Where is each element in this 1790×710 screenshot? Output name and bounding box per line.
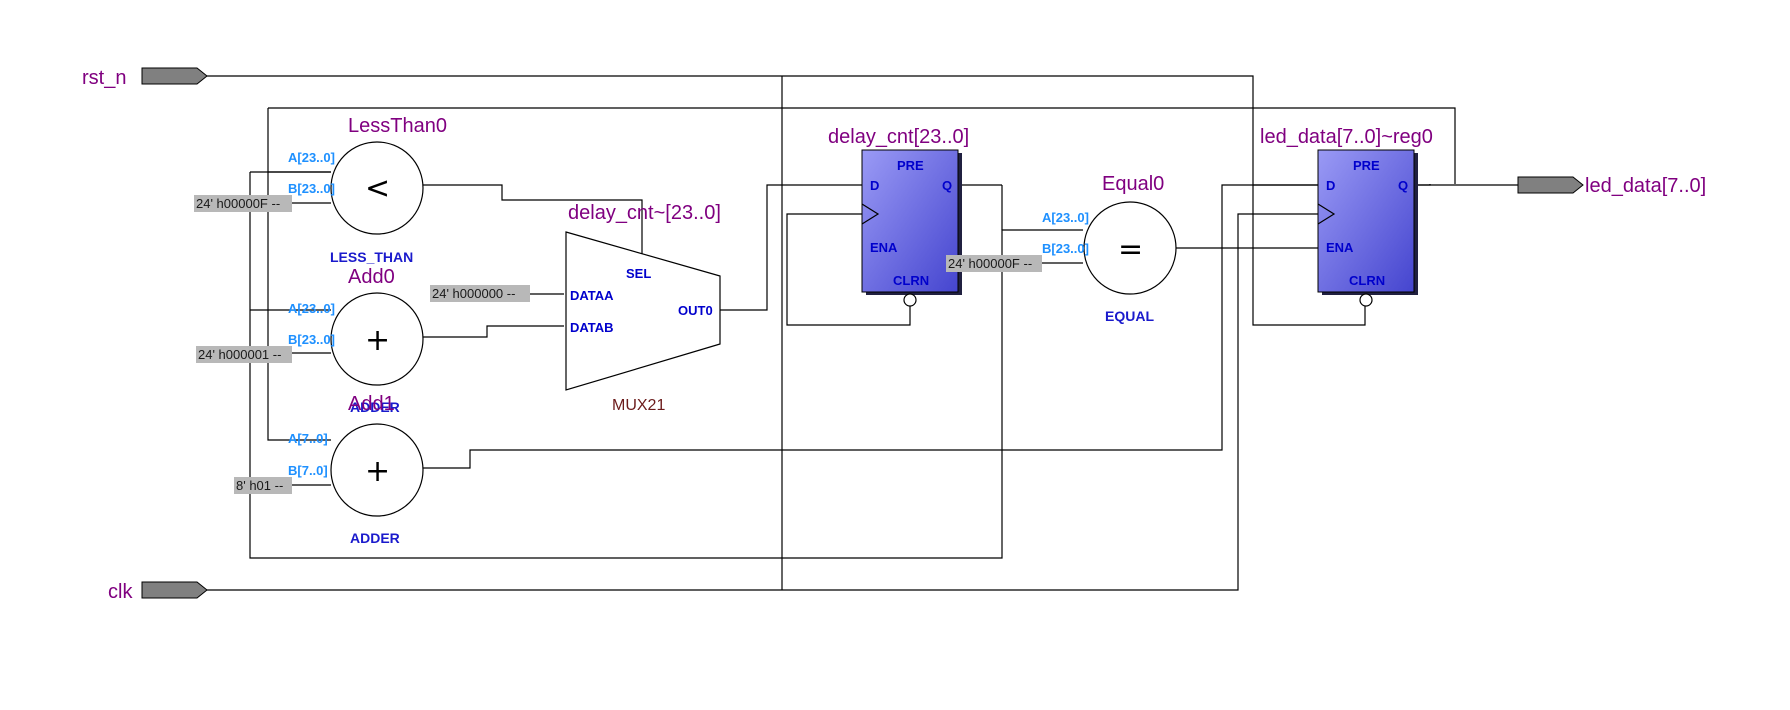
- dff-led-q: Q: [1398, 178, 1408, 193]
- equal-pin-a: A[23..0]: [1042, 210, 1089, 225]
- add1-type: ADDER: [350, 530, 400, 546]
- dff-delay-cnt[interactable]: delay_cnt[23..0] PRE D Q ENA CLRN: [828, 126, 969, 307]
- lessthan-pin-a: A[23..0]: [288, 150, 335, 165]
- equal-symbol: =: [1118, 232, 1143, 267]
- dff-led-title: led_data[7..0]~reg0: [1260, 126, 1433, 148]
- equal-const-text: 24' h00000F --: [948, 256, 1032, 271]
- add0-pin-b: B[23..0]: [288, 332, 335, 347]
- lessthan-title: LessThan0: [348, 115, 447, 137]
- dff-led-clrn: CLRN: [1349, 273, 1385, 288]
- led-data-label: led_data[7..0]: [1585, 175, 1706, 197]
- rst-n-label: rst_n: [82, 67, 126, 89]
- mux-datab: DATAB: [570, 320, 614, 335]
- mux-dataa: DATAA: [570, 288, 614, 303]
- add0-pin-a: A[23..0]: [288, 301, 335, 316]
- add1-title: Add1: [348, 393, 395, 415]
- output-port-led-data[interactable]: led_data[7..0]: [1517, 175, 1706, 197]
- mux-const: 24' h000000 --: [430, 285, 530, 302]
- dff-delay-clrn: CLRN: [893, 273, 929, 288]
- mux-sel: SEL: [626, 266, 651, 281]
- lessthan-const-text: 24' h00000F --: [196, 196, 280, 211]
- add0-plus-symbol: +: [365, 323, 390, 358]
- equal-block[interactable]: Equal0 = A[23..0] B[23..0] EQUAL: [1042, 173, 1177, 324]
- mux-out: OUT0: [678, 303, 713, 318]
- dff-delay-title: delay_cnt[23..0]: [828, 126, 969, 148]
- add0-const-text: 24' h000001 --: [198, 347, 281, 362]
- add0-title: Add0: [348, 266, 395, 288]
- mux-const-text: 24' h000000 --: [432, 286, 515, 301]
- equal-const: 24' h00000F --: [946, 255, 1042, 272]
- dff-led-d: D: [1326, 178, 1335, 193]
- mux-block[interactable]: delay_cnt~[23..0] SEL DATAA DATAB OUT0 M…: [565, 202, 721, 414]
- less-than-symbol: <: [365, 171, 390, 206]
- lessthan-pin-b: B[23..0]: [288, 181, 335, 196]
- add1-block[interactable]: Add1 + A[7..0] B[7..0] ADDER: [288, 393, 424, 546]
- dff-led-ena: ENA: [1326, 240, 1354, 255]
- input-port-rst-n[interactable]: rst_n: [82, 67, 208, 89]
- add1-plus-symbol: +: [365, 454, 390, 489]
- dff-delay-pre: PRE: [897, 158, 924, 173]
- add1-const-text: 8' h01 --: [236, 478, 283, 493]
- mux-title: delay_cnt~[23..0]: [568, 202, 721, 224]
- add0-type: ADDER: [350, 399, 400, 415]
- dff-delay-ena: ENA: [870, 240, 898, 255]
- equal-type: EQUAL: [1105, 308, 1154, 324]
- dff-led-pre: PRE: [1353, 158, 1380, 173]
- clk-label: clk: [108, 581, 133, 603]
- equal-pin-b: B[23..0]: [1042, 241, 1089, 256]
- wires: [205, 75, 1520, 591]
- dff-led-data[interactable]: led_data[7..0]~reg0 PRE D Q ENA CLRN: [1260, 126, 1433, 307]
- add1-const: 8' h01 --: [234, 477, 292, 494]
- add0-const: 24' h000001 --: [196, 346, 292, 363]
- mux-type: MUX21: [612, 397, 665, 414]
- lessthan-block[interactable]: LessThan0 < A[23..0] B[23..0] LESS_THAN: [288, 115, 447, 265]
- lessthan-const: 24' h00000F --: [194, 195, 292, 212]
- input-port-clk[interactable]: clk: [108, 581, 208, 603]
- equal-title: Equal0: [1102, 173, 1164, 195]
- dff-delay-d: D: [870, 178, 879, 193]
- add0-block[interactable]: Add0 + A[23..0] B[23..0] ADDER: [288, 266, 424, 415]
- add1-pin-b: B[7..0]: [288, 463, 328, 478]
- add1-pin-a: A[7..0]: [288, 431, 328, 446]
- lessthan-type: LESS_THAN: [330, 249, 413, 265]
- dff-delay-q: Q: [942, 178, 952, 193]
